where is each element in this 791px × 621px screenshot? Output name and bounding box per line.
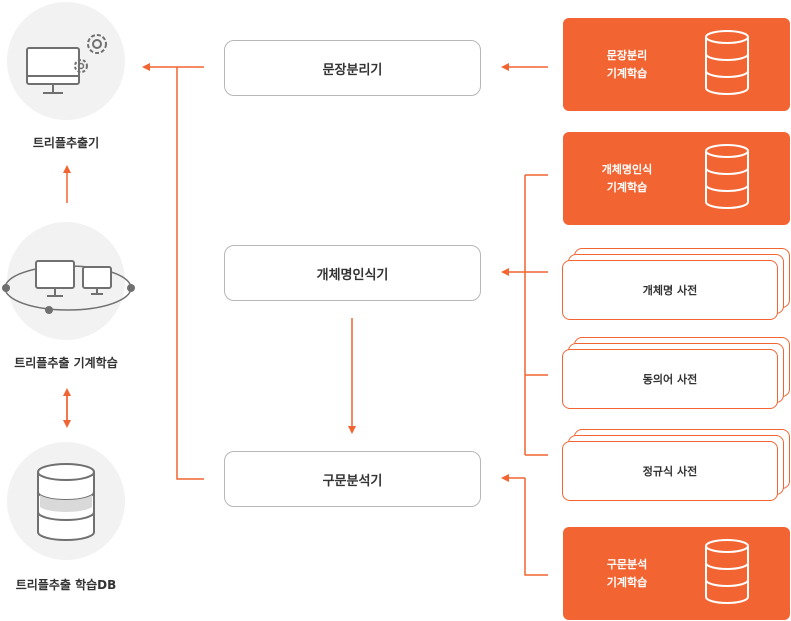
computer-gears-icon [26,34,107,94]
ner-ml-line1: 개체명인식 [601,162,653,176]
extractor-label: 트리플추출기 [32,136,100,150]
db-label: 트리플추출 학습DB [15,578,117,592]
parse-ml-box: 구문분석 기계학습 [563,527,790,620]
extractor-circle [7,2,125,120]
synonym-dictionary-label: 동의어 사전 [642,373,698,386]
ner-box: 개체명인식기 [224,245,481,301]
training-label: 트리플추출 기계학습 [14,356,118,370]
entity-dictionary: 개체명 사전 [562,248,790,320]
database-icon [705,144,749,209]
parse-ml-line1: 구문분석 [606,557,648,571]
parser-label: 구문분석기 [322,473,383,489]
regex-dictionary-label: 정규식 사전 [642,465,698,478]
ner-ml-line2: 기계학습 [606,180,648,194]
database-icon [705,539,749,604]
parse-ml-line2: 기계학습 [606,575,648,589]
line-parser-to-extractor [176,67,204,480]
regex-dictionary: 정규식 사전 [562,429,790,501]
entity-dictionary-label: 개체명 사전 [642,284,698,297]
monitors-orbit-icon [2,260,135,314]
database-icon [37,463,95,541]
ner-label: 개체명인식기 [316,267,389,283]
database-icon [705,30,749,95]
synonym-dictionary: 동의어 사전 [562,337,790,409]
sentence-ml-line1: 문장분리 [606,48,648,62]
parser-box: 구문분석기 [224,451,481,507]
sentence-ml-box: 문장분리 기계학습 [563,18,790,111]
ner-ml-box: 개체명인식 기계학습 [563,132,790,225]
db-circle [7,442,125,560]
sentence-ml-line2: 기계학습 [606,66,648,80]
sentence-splitter-box: 문장분리기 [224,40,481,96]
sentence-splitter-label: 문장분리기 [322,62,383,78]
bracket-parser-inputs [524,478,548,576]
